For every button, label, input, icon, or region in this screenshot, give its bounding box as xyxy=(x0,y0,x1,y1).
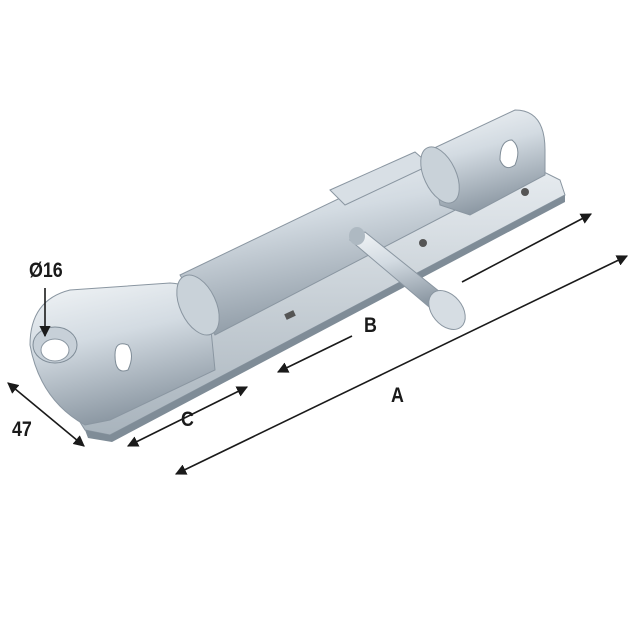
right-keeper xyxy=(329,109,546,216)
a-dimension-arrow xyxy=(174,255,629,475)
dimension-lines xyxy=(7,213,629,475)
c-label: C xyxy=(181,408,194,431)
b-label: B xyxy=(364,314,377,337)
diameter-label: Ø16 xyxy=(29,259,63,282)
a-label: A xyxy=(391,384,404,407)
width-label: 47 xyxy=(12,418,32,441)
width-dimension-arrow xyxy=(7,382,85,447)
